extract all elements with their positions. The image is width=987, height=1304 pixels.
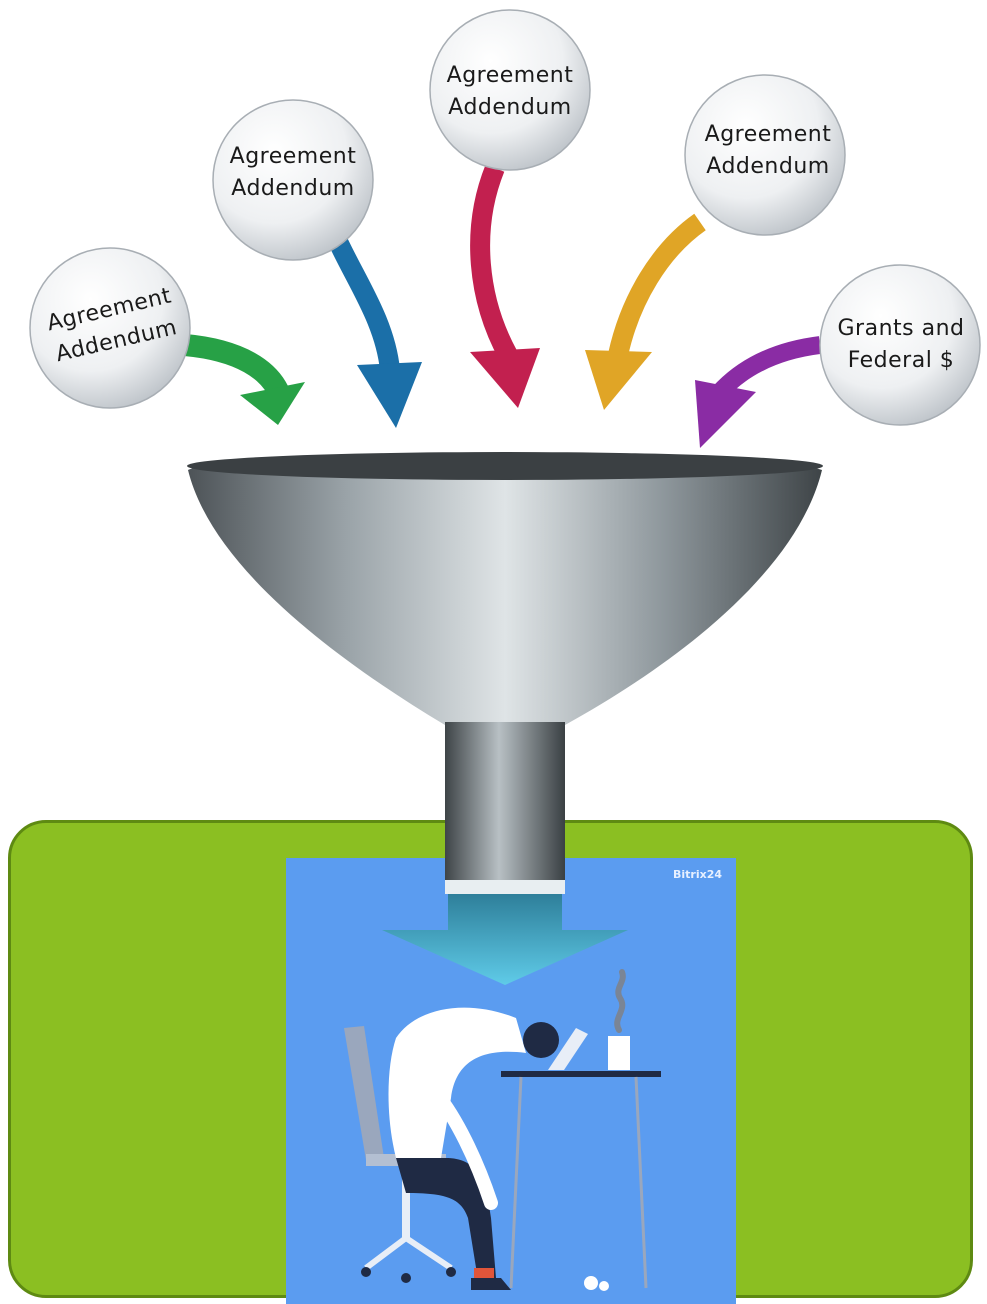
- chair-back: [344, 1026, 384, 1160]
- brand-watermark: Bitrix24: [672, 868, 722, 881]
- bubble-1: [29, 247, 191, 409]
- arrow-head-5: [695, 380, 756, 448]
- person-legs: [396, 1158, 496, 1280]
- arrow-head-2: [357, 362, 422, 428]
- desk-top: [501, 1071, 661, 1077]
- input-arrows: [183, 164, 822, 448]
- output-arrow: [382, 894, 628, 985]
- person-head: [523, 1022, 559, 1058]
- person-sock: [474, 1268, 494, 1278]
- arrow-head-3: [470, 348, 540, 408]
- steam: [614, 969, 626, 1033]
- chair-base: [364, 1234, 453, 1271]
- bubble-3: [429, 9, 591, 171]
- chair-wheel: [361, 1267, 371, 1277]
- worker-scene: [344, 969, 661, 1291]
- person-hoodie: [388, 1007, 526, 1158]
- arrow-3: [470, 164, 517, 360]
- coffee-cup: [608, 1036, 630, 1070]
- funnel-bowl: [188, 458, 822, 725]
- paper-ball: [584, 1276, 598, 1290]
- desk-leg-left: [509, 1076, 523, 1289]
- bubble-2: [212, 99, 374, 261]
- person-shoe: [471, 1278, 511, 1290]
- arrow-head-4: [585, 350, 652, 410]
- bubble-label-4: Agreement Addendum: [704, 122, 832, 179]
- desk-leg-right: [634, 1076, 648, 1289]
- arrow-1: [183, 334, 291, 400]
- arrow-4: [608, 213, 706, 358]
- paper-ball: [599, 1281, 609, 1291]
- bubble-label-2: Agreement Addendum: [229, 144, 357, 201]
- funnel-rim: [187, 452, 823, 480]
- bubble-4: [684, 74, 846, 236]
- bubble-label-3: Agreement Addendum: [446, 63, 574, 120]
- bubble-label-5: Grants and Federal $: [837, 316, 965, 373]
- funnel-spout: [445, 722, 565, 880]
- spout-ring: [445, 880, 565, 894]
- arrow-5: [713, 336, 822, 399]
- chair-wheel: [401, 1273, 411, 1283]
- arrow-2: [325, 230, 400, 372]
- laptop: [548, 1028, 588, 1070]
- chair-wheel: [446, 1267, 456, 1277]
- bubble-5: [819, 264, 981, 426]
- person-arm: [429, 1086, 498, 1210]
- arrow-head-1: [240, 382, 305, 425]
